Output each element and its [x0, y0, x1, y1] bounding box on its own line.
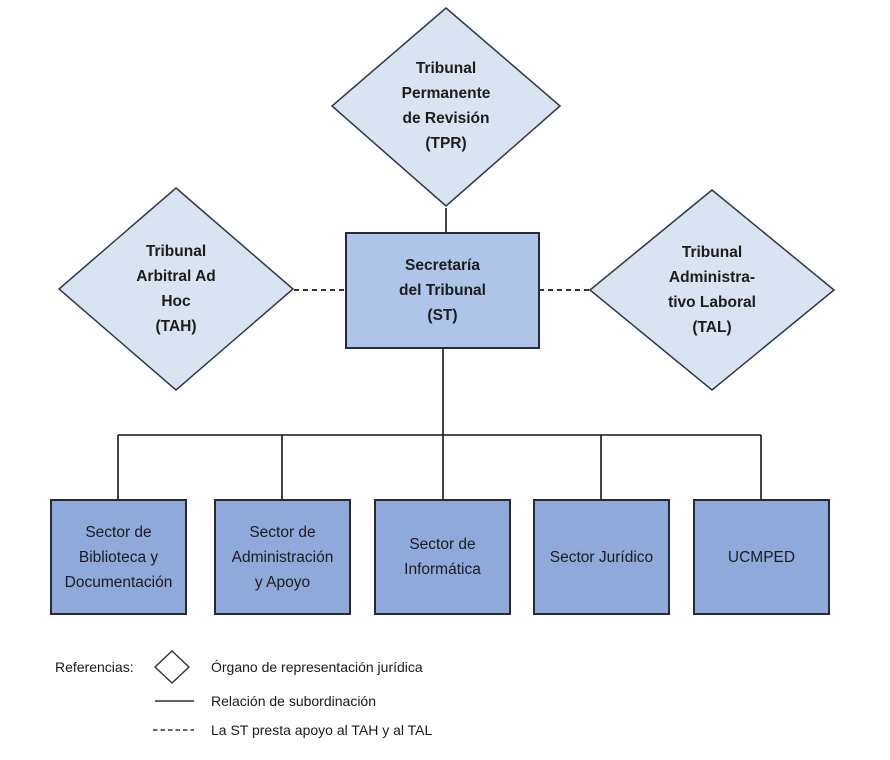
node-sector-juridico: Sector Jurídico: [533, 499, 670, 615]
node-sector-administracion: Sector de Administración y Apoyo: [214, 499, 351, 615]
node-sector-biblioteca: Sector de Biblioteca y Documentación: [50, 499, 187, 615]
legend-row-subordination: Relación de subordinación: [153, 693, 376, 709]
legend-solid-line-icon: [155, 700, 194, 702]
node-tpr-label: Tribunal Permanente de Revisión (TPR): [401, 60, 491, 152]
legend-dashed-line-icon: [153, 729, 194, 731]
node-sector-informatica: Sector de Informática: [374, 499, 511, 615]
node-st: Secretaría del Tribunal (ST): [345, 232, 540, 349]
node-ucmped: UCMPED: [693, 499, 830, 615]
legend-row-organ: Órgano de representación jurídica: [153, 649, 423, 685]
node-tah-label: Tribunal Arbitral Ad Hoc (TAH): [136, 243, 216, 335]
diamond-tal-shape: [588, 189, 836, 391]
legend-label-support: La ST presta apoyo al TAH y al TAL: [211, 722, 433, 738]
legend-label-subordination: Relación de subordinación: [211, 693, 376, 709]
diamond-tpr-shape: [330, 7, 562, 207]
legend-title: Referencias:: [55, 659, 134, 675]
legend-diamond-icon: [153, 650, 191, 684]
diamond-tah-shape: [57, 187, 295, 391]
node-tal-label: Tribunal Administra- tivo Laboral (TAL): [668, 244, 756, 336]
legend-label-organ: Órgano de representación jurídica: [211, 659, 423, 675]
legend-row-support: La ST presta apoyo al TAH y al TAL: [151, 722, 432, 738]
